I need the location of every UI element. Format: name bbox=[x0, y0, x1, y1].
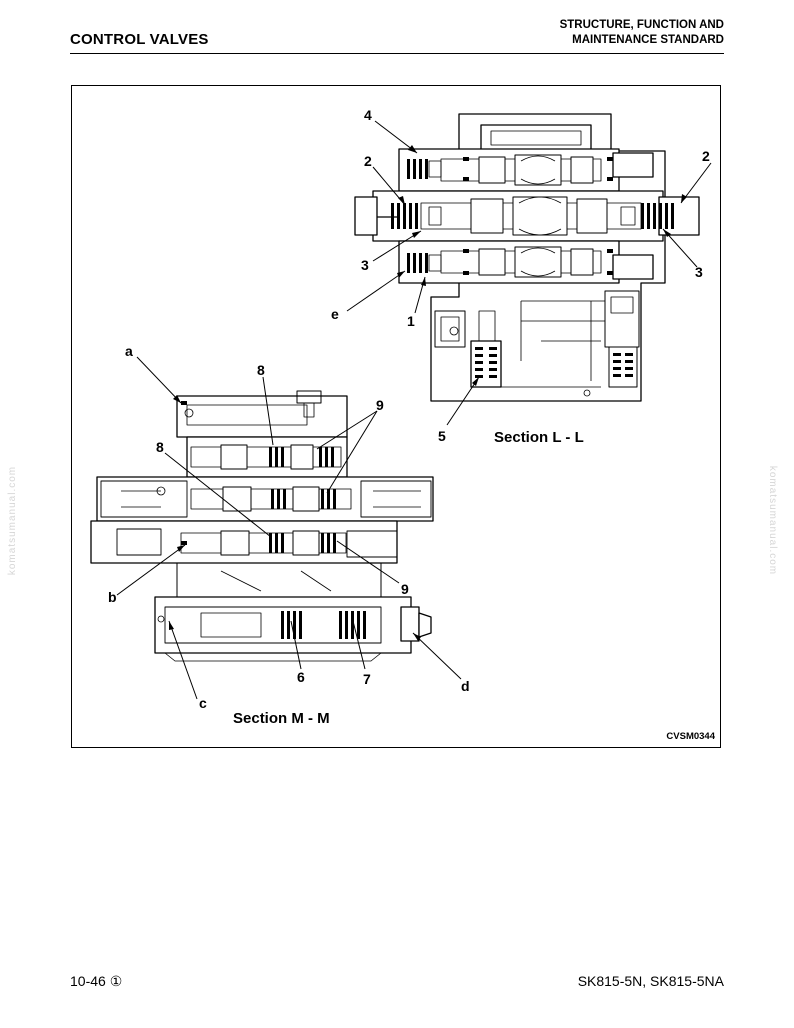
callout-2-right: 2 bbox=[702, 148, 710, 164]
callout-5: 5 bbox=[438, 428, 446, 444]
callout-3-right: 3 bbox=[695, 264, 703, 280]
callout-labels: 4 2 2 3 3 e 1 5 a 8 9 8 b 9 6 7 d c bbox=[108, 107, 710, 711]
chapter-title-line-1: STRUCTURE, FUNCTION AND bbox=[559, 19, 724, 31]
callout-1: 1 bbox=[407, 313, 415, 329]
callout-9-bottom: 9 bbox=[401, 581, 409, 597]
callout-d: d bbox=[461, 678, 470, 694]
callout-4: 4 bbox=[364, 107, 372, 123]
watermark-right: komatsumanual.com bbox=[767, 465, 779, 576]
section-ll-label: Section L - L bbox=[494, 429, 584, 446]
model-number: SK815-5N, SK815-5NA bbox=[577, 973, 724, 989]
callout-8-bottom: 8 bbox=[156, 439, 164, 455]
figure-code: CVSM0344 bbox=[666, 731, 715, 742]
section-title: CONTROL VALVES bbox=[70, 31, 209, 48]
section-mm-assembly bbox=[90, 390, 434, 662]
callout-2-left: 2 bbox=[364, 153, 372, 169]
callout-b: b bbox=[108, 589, 117, 605]
callout-6: 6 bbox=[297, 669, 305, 685]
callout-3-left: 3 bbox=[361, 257, 369, 273]
section-mm-label: Section M - M bbox=[233, 710, 330, 727]
callout-e: e bbox=[331, 306, 339, 322]
chapter-title-line-2: MAINTENANCE STANDARD bbox=[572, 34, 724, 46]
callout-7: 7 bbox=[363, 671, 371, 687]
callout-c: c bbox=[199, 695, 207, 711]
callout-8-top: 8 bbox=[257, 362, 265, 378]
section-ll-assembly bbox=[354, 113, 700, 402]
leader-lines bbox=[116, 120, 712, 700]
page-number: 10-46 ① bbox=[70, 973, 123, 989]
chapter-title: STRUCTURE, FUNCTION AND MAINTENANCE STAN… bbox=[560, 18, 724, 48]
figure-frame: 4 2 2 3 3 e 1 5 a 8 9 8 b 9 6 7 d c Sect… bbox=[71, 85, 721, 748]
control-valve-drawing: 4 2 2 3 3 e 1 5 a 8 9 8 b 9 6 7 d c Sect… bbox=[90, 107, 716, 742]
watermark-left: komatsumanual.com bbox=[7, 465, 19, 576]
callout-a: a bbox=[125, 343, 133, 359]
callout-9-top: 9 bbox=[376, 397, 384, 413]
header-rule bbox=[70, 53, 724, 54]
